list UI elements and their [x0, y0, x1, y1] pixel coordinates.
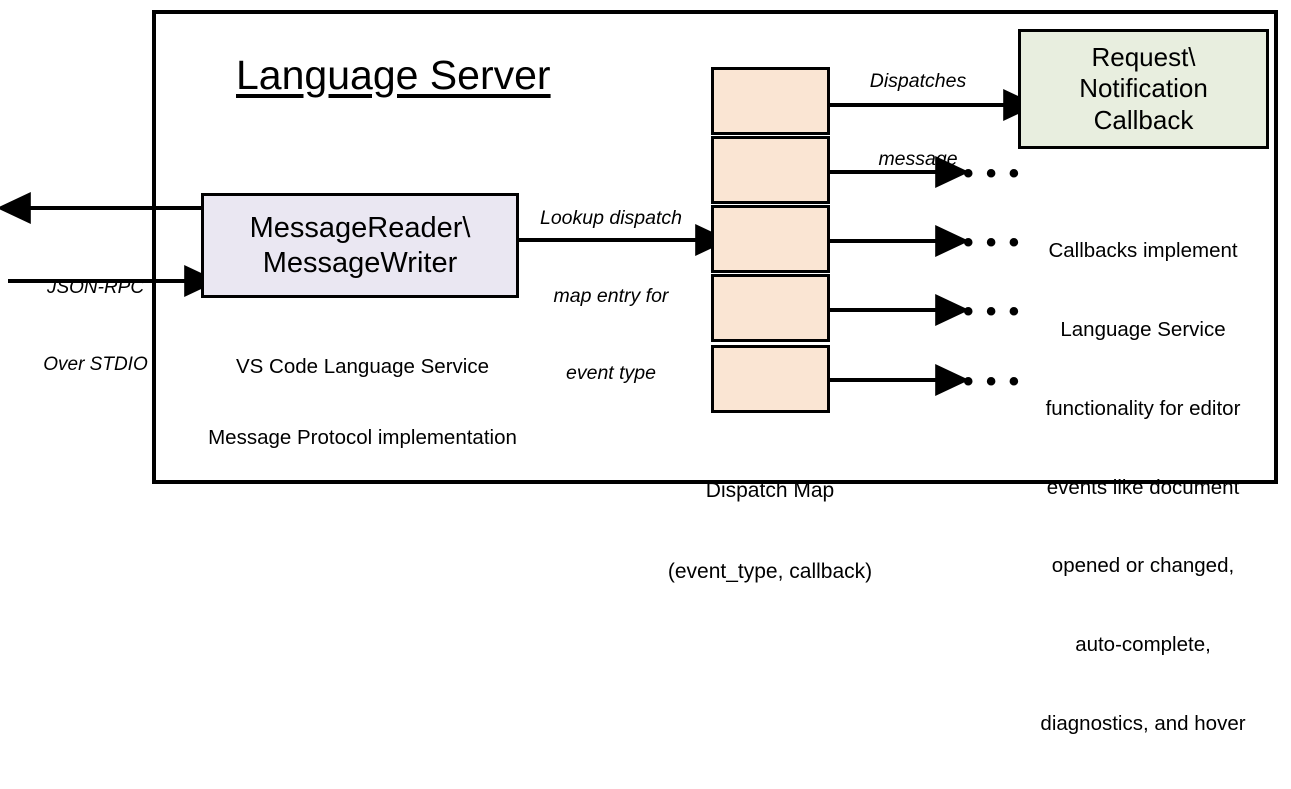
- callback-caption-line7: diagnostics, and hover: [1040, 711, 1246, 735]
- callback-caption-line6: auto-complete,: [1075, 632, 1211, 656]
- dispatches-line1: Dispatches: [869, 70, 967, 93]
- request-notification-callback-box[interactable]: Request\ Notification Callback: [1018, 29, 1269, 149]
- map-caption-line1: Dispatch Map: [705, 478, 835, 502]
- dispatches-line2: message: [878, 147, 958, 170]
- callback-line2: Notification: [1079, 73, 1208, 104]
- diagram-canvas: Language Server: [0, 10, 1278, 735]
- lookup-line2: map entry for: [553, 284, 669, 307]
- ellipsis-icon: • • •: [963, 295, 1022, 328]
- stdio-label-line1: JSON-RPC: [46, 277, 145, 299]
- lookup-line1: Lookup dispatch: [539, 207, 683, 230]
- callback-caption-line4: events like document: [1046, 475, 1240, 499]
- callback-caption-line2: Language Service: [1060, 318, 1226, 342]
- dispatches-message-label: Dispatches message: [828, 18, 1008, 224]
- dispatch-map-cell[interactable]: [711, 136, 830, 204]
- callback-caption-line5: opened or changed,: [1051, 554, 1235, 578]
- ellipsis-icon: • • •: [963, 226, 1022, 259]
- mrw-caption-line1: VS Code Language Service: [235, 354, 489, 378]
- dispatch-map-cell[interactable]: [711, 274, 830, 342]
- callback-line1: Request\: [1091, 42, 1196, 73]
- map-caption-line2: (event_type, callback): [667, 560, 873, 584]
- dispatch-map-cell[interactable]: [711, 67, 830, 135]
- message-reader-writer-box[interactable]: MessageReader\ MessageWriter: [201, 193, 519, 298]
- callback-caption: Callbacks implement Language Service fun…: [1009, 186, 1277, 789]
- message-reader-writer-caption: VS Code Language Service Message Protoco…: [190, 307, 535, 497]
- mrw-line1: MessageReader\: [249, 211, 471, 244]
- callback-line3: Callback: [1093, 104, 1194, 135]
- lookup-dispatch-label: Lookup dispatch map entry for event type: [513, 155, 709, 438]
- page-title: Language Server: [236, 52, 551, 98]
- mrw-caption-line2: Message Protocol implementation: [208, 425, 517, 449]
- language-server-boundary: [152, 10, 1278, 484]
- dispatch-map-cell[interactable]: [711, 345, 830, 413]
- dispatch-map-cell[interactable]: [711, 205, 830, 273]
- lookup-line3: event type: [566, 361, 656, 384]
- ellipsis-icon: • • •: [963, 365, 1022, 398]
- callback-caption-line1: Callbacks implement: [1048, 239, 1238, 263]
- callback-caption-line3: functionality for editor: [1045, 396, 1241, 420]
- dispatch-map-caption: Dispatch Map (event_type, callback): [645, 422, 895, 640]
- stdio-label-line2: Over STDIO: [43, 354, 148, 376]
- ellipsis-icon: • • •: [963, 157, 1022, 190]
- mrw-line2: MessageWriter: [262, 246, 458, 279]
- stdio-channel-label: JSON-RPC Over STDIO: [28, 224, 163, 429]
